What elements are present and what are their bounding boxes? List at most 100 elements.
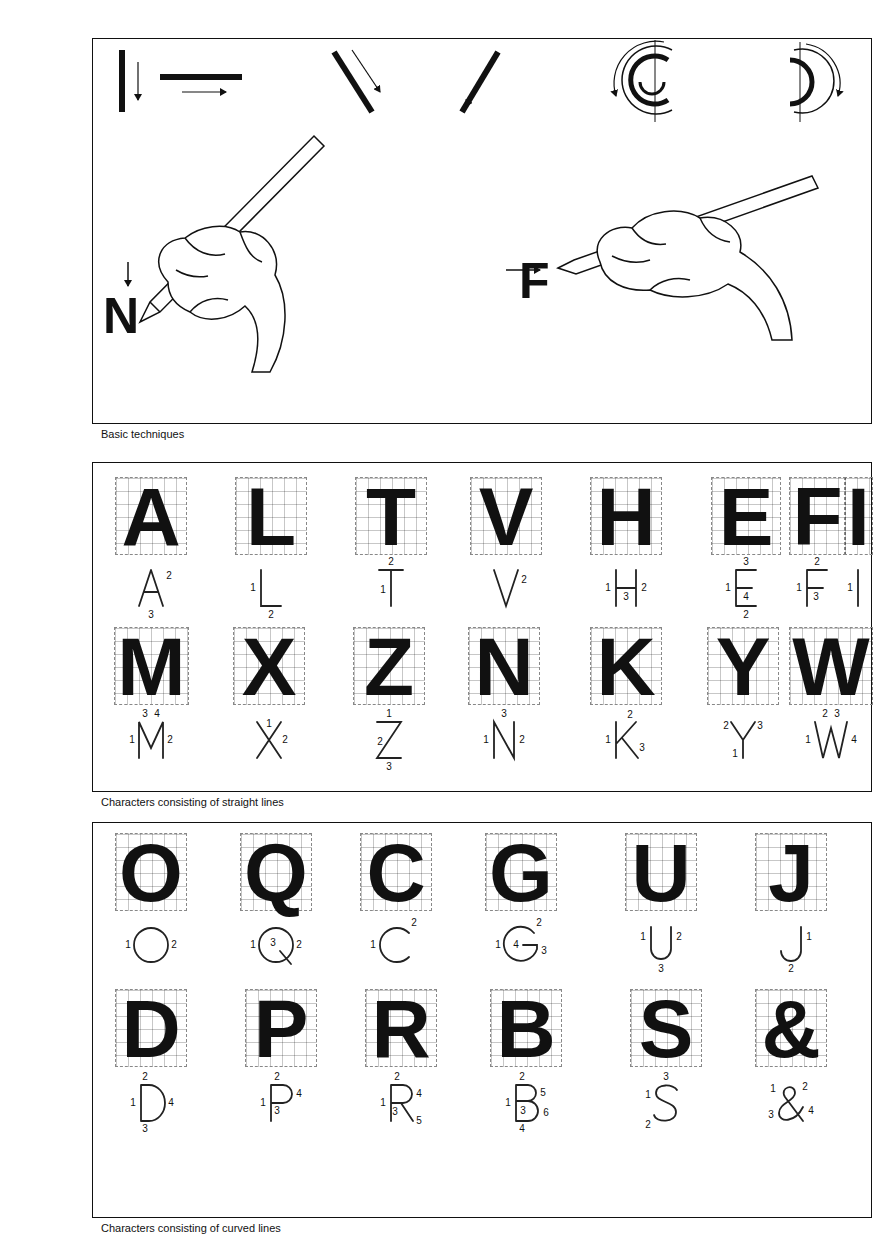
grid-letter: I: [847, 478, 870, 556]
stroke-path: [781, 927, 801, 961]
stroke-number: 1: [266, 719, 272, 729]
grid-letter: T: [366, 478, 416, 556]
stroke-number: 4: [296, 1089, 302, 1099]
stroke-number: 1: [605, 735, 611, 745]
letter-grid: W: [789, 627, 873, 705]
grid-letter: &: [761, 990, 820, 1068]
stroke-path: [259, 928, 293, 964]
stroke-number: 2: [802, 1082, 808, 1092]
stroke-order-glyph: [131, 923, 171, 967]
basic-strokes: [122, 40, 840, 122]
letter-grid: A: [115, 477, 187, 555]
letter-grid: D: [115, 989, 187, 1067]
stroke-path: [377, 722, 401, 758]
stroke-number: 2: [676, 932, 682, 942]
stroke-order-glyph: [131, 566, 171, 610]
stroke-number: 2: [167, 735, 173, 745]
stroke-path: [516, 1085, 538, 1121]
stroke-number: 3: [142, 1124, 148, 1134]
letter-grid: U: [625, 833, 697, 911]
stroke-number: 4: [416, 1089, 422, 1099]
demo-letter: F: [519, 256, 550, 306]
stroke-number: 5: [416, 1116, 422, 1126]
grid-letter: Y: [716, 628, 771, 706]
stroke-order-glyph: [723, 718, 763, 762]
letter-grid: H: [590, 477, 662, 555]
stroke-number: 1: [483, 735, 489, 745]
stroke-number: 3: [658, 964, 664, 974]
stroke-number: 2: [814, 557, 820, 567]
letter-grid: E: [711, 477, 781, 555]
stroke-number: 2: [282, 735, 288, 745]
grid-letter: O: [119, 834, 183, 912]
stroke-path: [857, 570, 859, 606]
stroke-number: 2: [519, 1072, 525, 1082]
stroke-order-glyph: [838, 566, 878, 610]
stroke-number: 3: [813, 592, 819, 602]
panel-caption: Characters consisting of curved lines: [101, 1222, 281, 1234]
stroke-number: 2: [411, 918, 417, 928]
stroke-number: 4: [168, 1098, 174, 1108]
stroke-number: 2: [645, 1120, 651, 1130]
stroke-number: 4: [808, 1106, 814, 1116]
stroke-number: 1: [495, 940, 501, 950]
grid-letter: K: [596, 628, 655, 706]
stroke-number: 3: [501, 709, 507, 719]
letter-grid: K: [590, 627, 662, 705]
stroke-number: 2: [641, 583, 647, 593]
stroke-number: 3: [142, 709, 148, 719]
grid-letter: V: [479, 478, 534, 556]
stroke-number: 1: [770, 1084, 776, 1094]
stroke-number: 3: [520, 1106, 526, 1116]
grid-letter: P: [254, 990, 309, 1068]
grid-letter: N: [474, 628, 533, 706]
stroke-path: [139, 722, 163, 758]
panel-box: Basic techniquesNF: [92, 38, 872, 424]
stroke-path: [807, 570, 827, 606]
stroke-number: 3: [743, 557, 749, 567]
stroke-order-glyph: [381, 1081, 421, 1125]
grid-letter: S: [639, 990, 694, 1068]
stroke-order-glyph: [506, 1081, 546, 1125]
stroke-number: 1: [130, 1098, 136, 1108]
stroke-number: 2: [274, 1072, 280, 1082]
stroke-order-glyph: [797, 566, 837, 610]
panel-caption: Characters consisting of straight lines: [101, 796, 284, 808]
grid-letter: R: [371, 990, 430, 1068]
stroke-number: 2: [519, 735, 525, 745]
grid-letter: H: [596, 478, 655, 556]
stroke-number: 3: [623, 592, 629, 602]
panel-box: Characters consisting of curved linesO12…: [92, 822, 872, 1218]
letter-grid: M: [114, 627, 189, 705]
stroke-number: 5: [540, 1088, 546, 1098]
letter-grid: G: [485, 833, 557, 911]
stroke-number: 1: [732, 749, 738, 759]
demo-letter: N: [103, 291, 139, 341]
stroke-path: [134, 928, 168, 962]
letter-grid: &: [755, 989, 827, 1067]
stroke-order-glyph: [641, 923, 681, 967]
stroke-path: [141, 1085, 165, 1121]
panel-box: Characters consisting of straight linesA…: [92, 462, 872, 792]
stroke-order-glyph: [606, 566, 646, 610]
stroke-number: 2: [296, 940, 302, 950]
letter-grid: I: [844, 477, 873, 555]
stroke-number: 2: [377, 737, 383, 747]
stroke-number: 1: [645, 1090, 651, 1100]
letter-grid: L: [235, 477, 307, 555]
stroke-number: 1: [605, 583, 611, 593]
stroke-number: 2: [142, 1072, 148, 1082]
stroke-order-glyph: [811, 718, 851, 762]
stroke-path: [380, 928, 409, 962]
stroke-order-glyph: [261, 1081, 301, 1125]
grid-letter: E: [719, 478, 774, 556]
stroke-number: 2: [536, 918, 542, 928]
letter-grid: Q: [240, 833, 312, 911]
stroke-number: 2: [723, 721, 729, 731]
stroke-number: 3: [270, 938, 276, 948]
stroke-order-glyph: [726, 566, 766, 610]
stroke-number: 2: [743, 610, 749, 620]
stroke-number: 1: [847, 583, 853, 593]
stroke-path: [616, 722, 638, 758]
stroke-number: 3: [148, 610, 154, 620]
